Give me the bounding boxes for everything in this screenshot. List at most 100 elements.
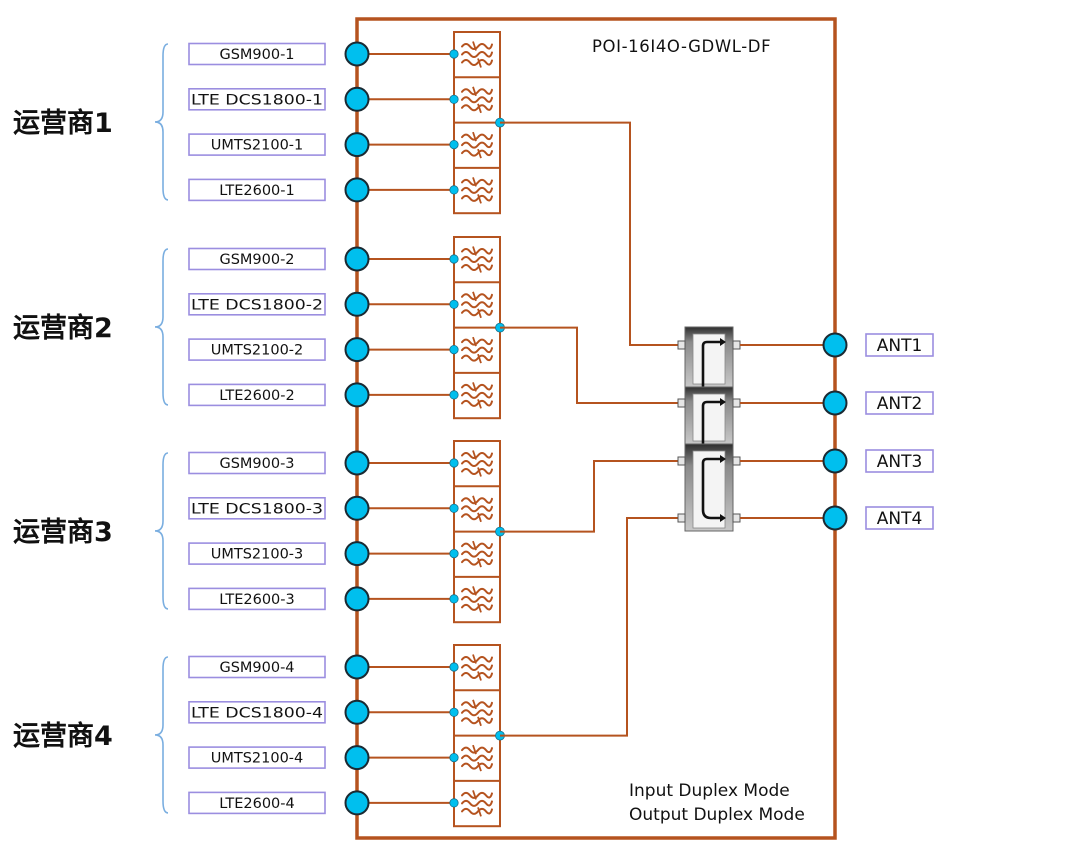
input-channel: LTE2600-3 bbox=[188, 575, 500, 613]
bandpass-filter-icon bbox=[461, 177, 493, 204]
bandpass-filter-icon bbox=[461, 744, 493, 772]
bandpass-filter-icon bbox=[461, 540, 493, 568]
band-label: GSM900-1 bbox=[219, 47, 294, 63]
input-channel: LTE2600-4 bbox=[188, 779, 500, 817]
band-label-box bbox=[188, 247, 326, 271]
input-port-connector[interactable] bbox=[344, 177, 370, 203]
bandpass-filter-icon bbox=[461, 86, 493, 114]
band-label: LTE DCS1800-4 bbox=[191, 705, 323, 721]
input-port-connector[interactable] bbox=[344, 495, 370, 521]
filter-input-node bbox=[449, 548, 459, 559]
band-label: GSM900-4 bbox=[219, 660, 294, 676]
band-label-box bbox=[188, 338, 326, 361]
group-brace bbox=[154, 452, 169, 610]
operator-label: 运营商4 bbox=[13, 721, 113, 752]
band-label-box bbox=[188, 791, 326, 815]
bandpass-filter-icon bbox=[461, 699, 493, 727]
antenna-port-connector[interactable] bbox=[822, 505, 848, 531]
antenna-label: ANT2 bbox=[877, 394, 923, 414]
antenna-port-connector[interactable] bbox=[822, 332, 848, 358]
device-model-title: POI-16I4O-GDWL-DF bbox=[592, 37, 771, 56]
coupler-input-pin bbox=[677, 398, 686, 408]
band-label-box bbox=[188, 383, 326, 407]
antenna-label: ANT4 bbox=[877, 509, 923, 529]
input-port-connector[interactable] bbox=[344, 790, 370, 816]
group-brace bbox=[154, 248, 169, 406]
coupler-output-pin bbox=[732, 513, 741, 523]
hybrid-coupler-icon bbox=[684, 326, 734, 388]
antenna-label-box bbox=[865, 333, 934, 357]
antenna-output-2: ANT2 bbox=[740, 390, 934, 416]
bandpass-filter-icon bbox=[461, 131, 493, 159]
filter-input-node bbox=[449, 503, 459, 513]
antenna-port-connector[interactable] bbox=[822, 390, 848, 416]
input-port-connector[interactable] bbox=[344, 699, 370, 725]
bandpass-filter-icon bbox=[461, 450, 493, 477]
bandpass-filter-icon bbox=[461, 790, 493, 817]
band-label-box bbox=[188, 42, 326, 66]
coupler-output-pin bbox=[732, 340, 741, 350]
band-label: LTE2600-1 bbox=[219, 183, 294, 199]
input-port-connector[interactable] bbox=[344, 246, 370, 272]
antenna-output-3: ANT3 bbox=[740, 448, 934, 474]
filter-input-node bbox=[449, 752, 459, 763]
bandpass-filter-icon bbox=[461, 654, 493, 681]
coupler-input-pin bbox=[677, 456, 686, 466]
input-channel: LTE DCS1800-3 bbox=[188, 485, 500, 523]
input-channel: LTE2600-2 bbox=[188, 371, 500, 409]
input-port-connector[interactable] bbox=[344, 41, 370, 67]
combiner-to-coupler-wire bbox=[500, 121, 683, 346]
input-channel: GSM900-1 bbox=[188, 41, 493, 68]
filter-input-node bbox=[449, 390, 459, 400]
coupler-output-pin bbox=[732, 456, 741, 466]
filter-input-node bbox=[449, 344, 459, 355]
bandpass-filter-icon bbox=[461, 291, 493, 319]
input-channel: UMTS2100-2 bbox=[188, 326, 500, 364]
band-label: GSM900-2 bbox=[219, 252, 294, 268]
bandpass-filter-icon bbox=[461, 246, 493, 273]
band-label-box bbox=[188, 451, 326, 475]
operator-label: 运营商1 bbox=[13, 108, 113, 139]
input-port-connector[interactable] bbox=[344, 132, 370, 158]
band-label: LTE DCS1800-2 bbox=[191, 297, 323, 313]
filter-input-node bbox=[449, 140, 459, 150]
band-label-box bbox=[188, 655, 326, 679]
hybrid-coupler-icon bbox=[684, 386, 734, 445]
input-channel: GSM900-4 bbox=[188, 654, 493, 681]
band-label-box bbox=[188, 292, 326, 316]
band-label: LTE2600-2 bbox=[219, 388, 294, 404]
hybrid-coupler-icon bbox=[684, 443, 734, 532]
input-port-connector[interactable] bbox=[344, 86, 370, 112]
input-channel: LTE2600-1 bbox=[188, 166, 500, 204]
input-port-connector[interactable] bbox=[344, 382, 370, 408]
coupler-input-pin bbox=[677, 513, 686, 523]
coupler-output-pin bbox=[732, 398, 741, 408]
combiner-to-coupler-wire bbox=[500, 517, 683, 737]
input-port-connector[interactable] bbox=[344, 541, 370, 567]
filter-input-node bbox=[449, 94, 459, 104]
input-channel: UMTS2100-3 bbox=[188, 530, 500, 568]
antenna-port-connector[interactable] bbox=[822, 448, 848, 474]
input-port-connector[interactable] bbox=[344, 291, 370, 317]
operator-label: 运营商2 bbox=[13, 313, 113, 344]
input-port-connector[interactable] bbox=[344, 745, 370, 771]
input-channel: UMTS2100-1 bbox=[188, 121, 500, 159]
antenna-label-box bbox=[865, 449, 934, 473]
group-brace bbox=[154, 43, 169, 201]
input-port-connector[interactable] bbox=[344, 450, 370, 476]
filter-input-node bbox=[449, 49, 459, 59]
band-label: UMTS2100-3 bbox=[211, 547, 304, 563]
band-label: LTE DCS1800-3 bbox=[191, 501, 323, 517]
band-label-box bbox=[188, 542, 326, 565]
band-label: UMTS2100-4 bbox=[211, 751, 304, 767]
input-port-connector[interactable] bbox=[344, 586, 370, 612]
input-port-connector[interactable] bbox=[344, 337, 370, 363]
input-port-connector[interactable] bbox=[344, 654, 370, 680]
antenna-output-4: ANT4 bbox=[740, 505, 934, 531]
antenna-label: ANT3 bbox=[877, 452, 923, 472]
bandpass-filter-icon bbox=[461, 495, 493, 523]
band-label-box bbox=[188, 88, 326, 111]
